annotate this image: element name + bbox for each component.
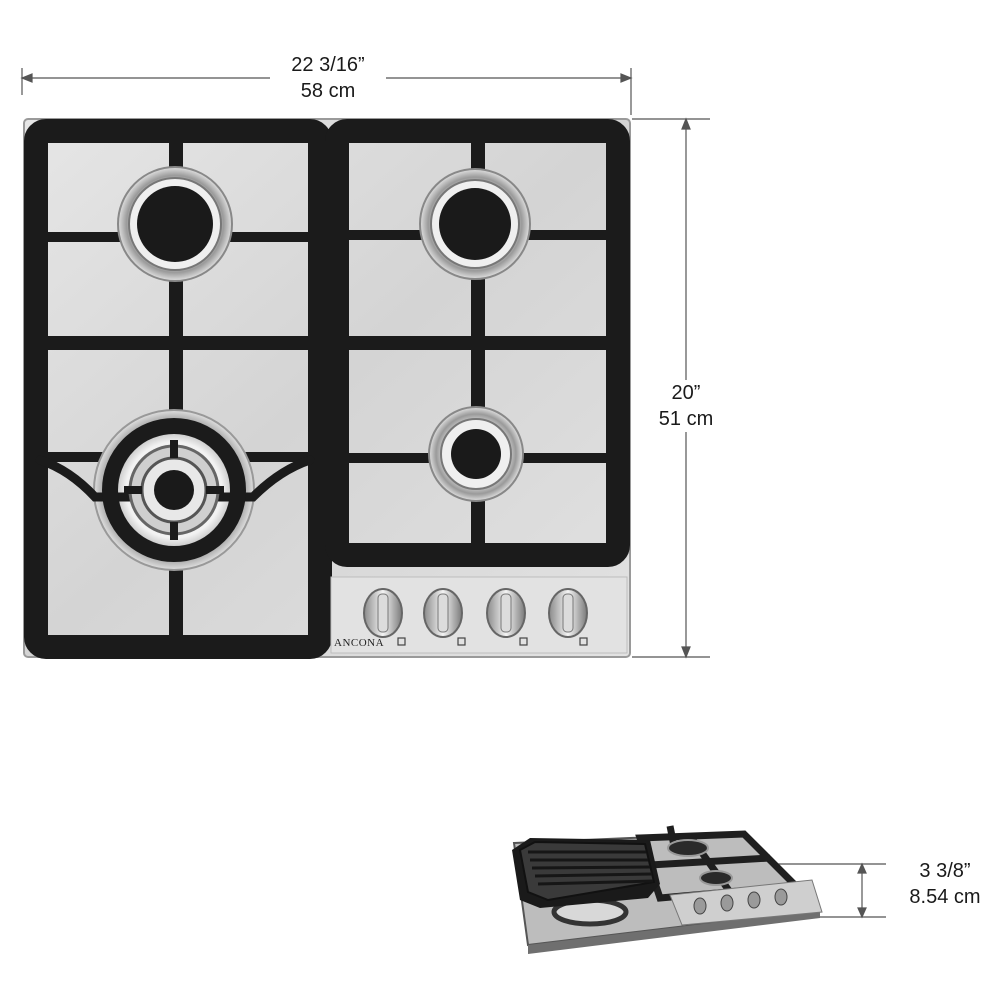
depth-imperial: 20” [671,382,701,404]
height-metric: 8.54 cm [909,886,981,908]
griddle-plate [512,838,660,908]
brand-logo-text: ANCONA [334,637,385,649]
height-imperial: 3 3/8” [919,860,971,882]
height-dimension-label: 3 3/8” 8.54 cm [893,858,997,910]
width-metric: 58 cm [300,80,356,102]
width-imperial: 22 3/16” [291,54,365,76]
burner-bottom-right [428,406,524,502]
knob-4 [548,588,588,638]
burner-top-left [117,166,233,282]
knob-2 [423,588,463,638]
width-dimension-label: 22 3/16” 58 cm [270,52,386,104]
height-dimension-line [776,862,886,919]
burner-bottom-left-wok [35,409,315,571]
knob-1 [363,588,403,638]
burner-indicator-icons [397,637,588,646]
depth-dimension-label: 20” 51 cm [646,380,726,432]
perspective-knobs [693,888,788,915]
burner-top-right [419,168,531,280]
depth-metric: 51 cm [658,408,714,430]
knob-3 [486,588,526,638]
